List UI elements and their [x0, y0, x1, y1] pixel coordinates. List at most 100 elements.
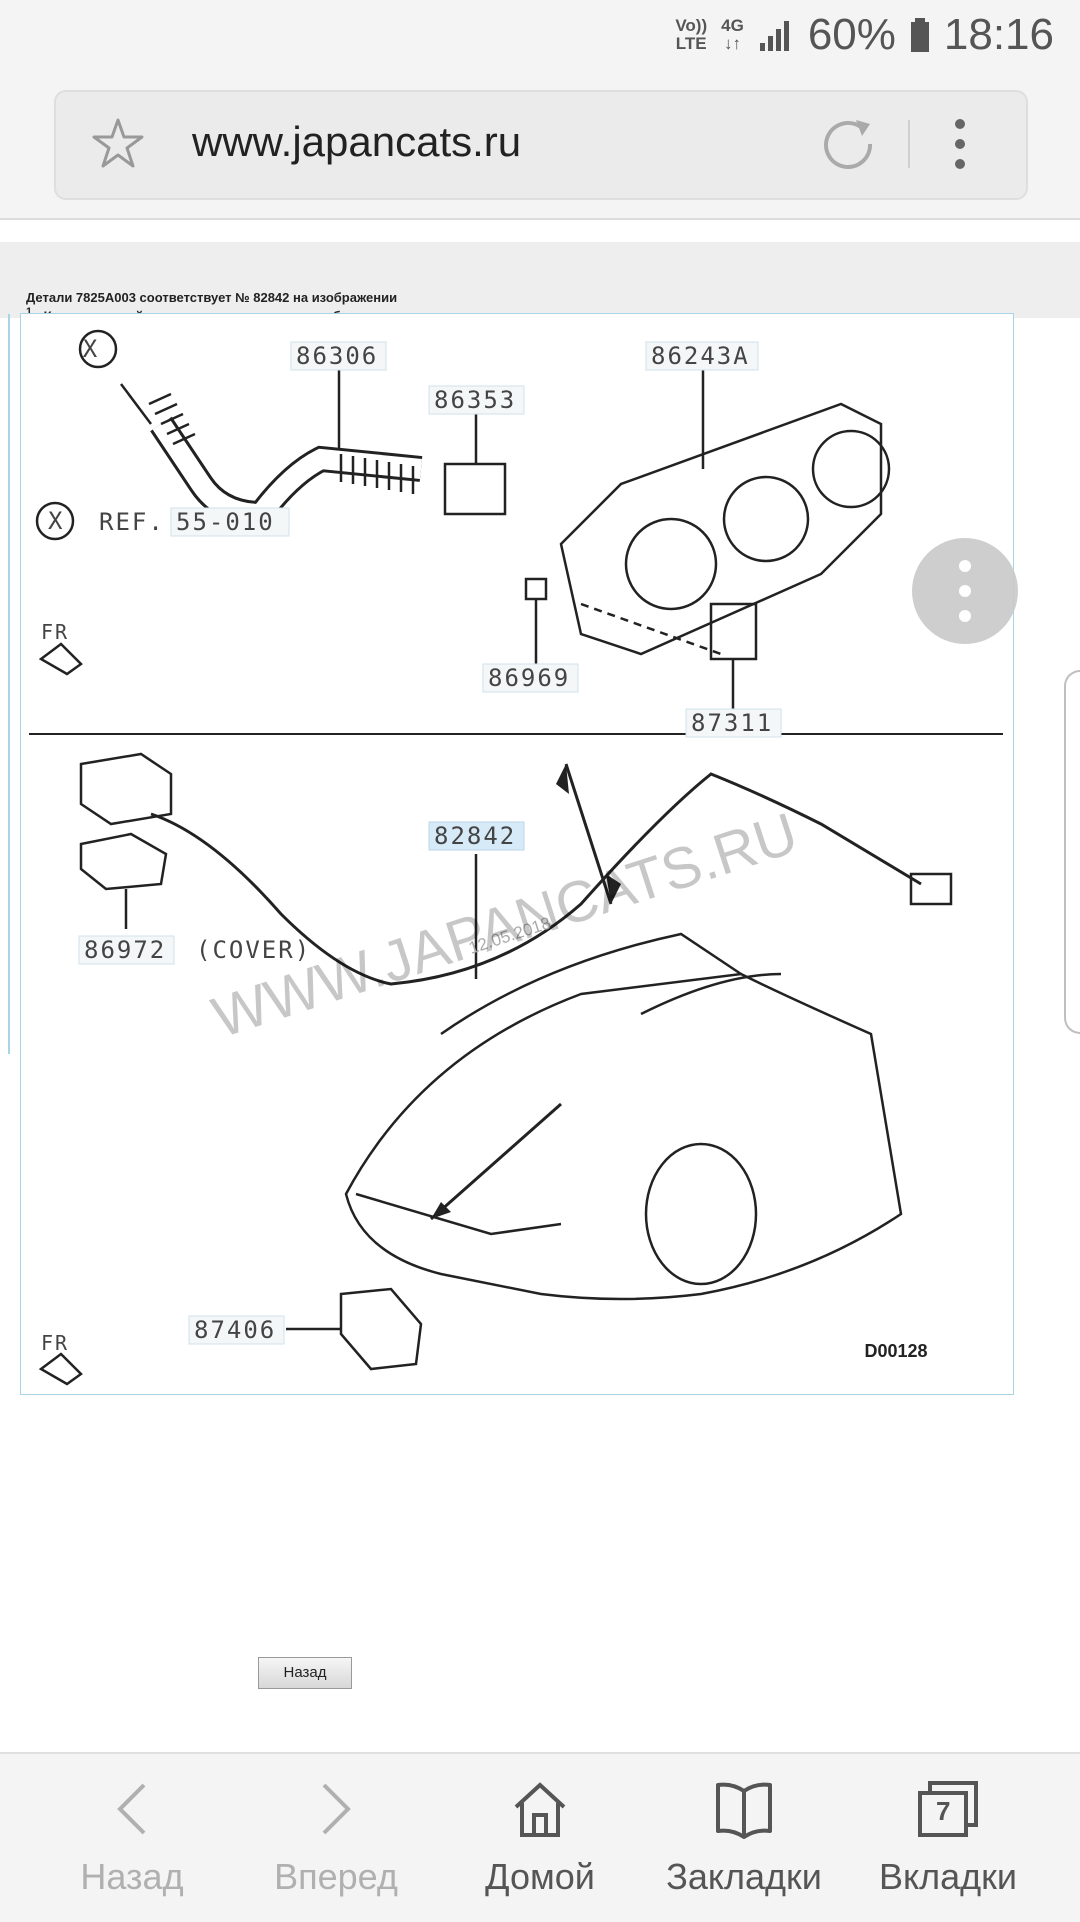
- label-86306: 86306: [296, 342, 378, 370]
- label-bg-86243a: [645, 341, 759, 371]
- url-text[interactable]: www.japancats.ru: [192, 118, 522, 165]
- chevron-left-icon: [117, 1783, 146, 1835]
- car-body: [344, 972, 903, 1301]
- left-frame-edge: [0, 314, 10, 1054]
- clock: 18:16: [943, 10, 1054, 59]
- duct-ribs-left: [148, 392, 196, 446]
- label-86969: 86969: [488, 664, 570, 692]
- arrowhead-sensor-icon: [431, 1202, 451, 1219]
- sensor-87406: [339, 1287, 423, 1371]
- network-type-text: 4G: [721, 16, 744, 35]
- arrow-to-dashboard: [564, 763, 613, 905]
- label-82842: 82842: [434, 822, 516, 850]
- bookmarks-book-icon: [716, 1782, 772, 1839]
- page-back-button[interactable]: Назад: [258, 1657, 352, 1689]
- knob-right: [811, 429, 891, 509]
- data-arrows-icon: ↓↑: [723, 34, 741, 53]
- screw-86969: [524, 577, 548, 601]
- diagram-code: D00128: [864, 1341, 927, 1361]
- chevron-right-icon: [322, 1783, 351, 1835]
- tabs-icon: [918, 1781, 978, 1837]
- harness-connector: [909, 872, 953, 906]
- knob-left: [624, 517, 718, 611]
- parts-info-band: Детали 7825A003 соответствует № 82842 на…: [0, 242, 1080, 323]
- fab-dot-icon: [959, 560, 971, 572]
- part-match-info: Детали 7825A003 соответствует № 82842 на…: [26, 290, 398, 305]
- ref-circle-bottom: [35, 501, 75, 541]
- toolbar-forward-label: Вперед: [274, 1856, 398, 1897]
- label-87311: 87311: [691, 709, 773, 737]
- label-bg-86972: [78, 935, 175, 965]
- parts-diagram: X 86306 86353 86243A X REF. 55-010 86969…: [20, 313, 1014, 1395]
- fab-dot-icon: [959, 585, 971, 597]
- label-bg-ref-code: [170, 507, 290, 537]
- volte-indicator: Vo)) LTE: [675, 17, 707, 53]
- label-86243a: 86243A: [651, 342, 750, 370]
- fr-label-bottom: FR: [41, 1331, 69, 1355]
- label-86972: 86972: [84, 936, 166, 964]
- toolbar-bookmarks-label: Закладки: [666, 1856, 822, 1897]
- duct-ribs-right: [339, 454, 415, 494]
- label-bg-86306: [290, 341, 387, 371]
- knob-center: [722, 475, 810, 563]
- toolbar-back-label: Назад: [80, 1856, 184, 1897]
- toolbar-tabs[interactable]: 7 Вкладки: [848, 1772, 1048, 1898]
- browser-header: www.japancats.ru: [0, 72, 1080, 220]
- home-icon: [514, 1782, 566, 1837]
- network-indicator: 4G ↓↑: [721, 17, 744, 53]
- battery-icon: [910, 18, 929, 52]
- address-bar[interactable]: www.japancats.ru: [54, 90, 1028, 200]
- reload-icon[interactable]: [818, 114, 878, 174]
- arrow-to-sensor: [430, 1102, 562, 1221]
- more-menu-icon[interactable]: [950, 114, 970, 174]
- label-86353: 86353: [434, 386, 516, 414]
- ref-code: 55-010: [176, 508, 275, 536]
- label-bg-86969: [482, 663, 579, 693]
- connector-86353: [443, 462, 507, 516]
- floating-menu-button[interactable]: [912, 538, 1018, 644]
- label-bg-87311: [685, 708, 782, 738]
- toolbar-forward[interactable]: Вперед: [236, 1772, 436, 1898]
- label-87406: 87406: [194, 1316, 276, 1344]
- arrowhead-dash-icon: [556, 764, 569, 794]
- ref-text: REF.: [99, 508, 165, 536]
- scroll-handle[interactable]: [1064, 670, 1080, 1034]
- toolbar-back[interactable]: Назад: [32, 1772, 232, 1898]
- toolbar-tabs-label: Вкладки: [878, 1856, 1018, 1897]
- switch-upper: [79, 752, 173, 826]
- tabs-count: 7: [936, 1796, 951, 1826]
- quantity-footnote-mark: 1: [26, 306, 33, 318]
- parts-diagram-drawing: X 86306 86353 86243A X REF. 55-010 86969…: [29, 329, 1003, 1386]
- url-divider: [908, 120, 910, 168]
- toolbar-bookmarks[interactable]: Закладки: [644, 1772, 844, 1898]
- toolbar-home[interactable]: Домой: [440, 1772, 640, 1898]
- label-bg-87406: [188, 1315, 285, 1345]
- volte-top-text: Vo)): [675, 16, 708, 35]
- volte-bottom-text: LTE: [675, 34, 707, 53]
- arrowhead-up-icon: [606, 874, 621, 904]
- label-bg-82842: [428, 821, 525, 851]
- dashed-guide: [580, 602, 722, 656]
- label-cover: (COVER): [196, 936, 311, 964]
- status-icons: Vo)) LTE 4G ↓↑ 60% 18:16: [675, 10, 1054, 60]
- fr-label-top: FR: [41, 620, 69, 644]
- web-content: Детали 7825A003 соответствует № 82842 на…: [0, 220, 1080, 1750]
- ref-circle-top: [78, 329, 118, 369]
- signal-icon: [759, 21, 789, 51]
- ref-mark-top: X: [83, 335, 99, 363]
- control-panel-body: [559, 402, 883, 656]
- bookmark-star-icon[interactable]: [90, 116, 146, 172]
- switch-cover: [79, 832, 168, 891]
- fr-arrow-top: [38, 642, 83, 676]
- browser-toolbar: Назад Вперед Домой Закладки: [0, 1752, 1080, 1922]
- toolbar-home-label: Домой: [485, 1856, 595, 1897]
- car-front-wheel: [644, 1142, 758, 1286]
- battery-percent: 60%: [807, 10, 896, 59]
- harness-82842: [150, 772, 922, 986]
- car-bumper: [355, 1192, 562, 1236]
- car-windshield: [640, 972, 782, 1016]
- label-bg-86353: [428, 385, 525, 415]
- fr-arrow-bottom: [38, 1352, 83, 1386]
- car-hood-line: [440, 932, 742, 1036]
- fab-dot-icon: [959, 610, 971, 622]
